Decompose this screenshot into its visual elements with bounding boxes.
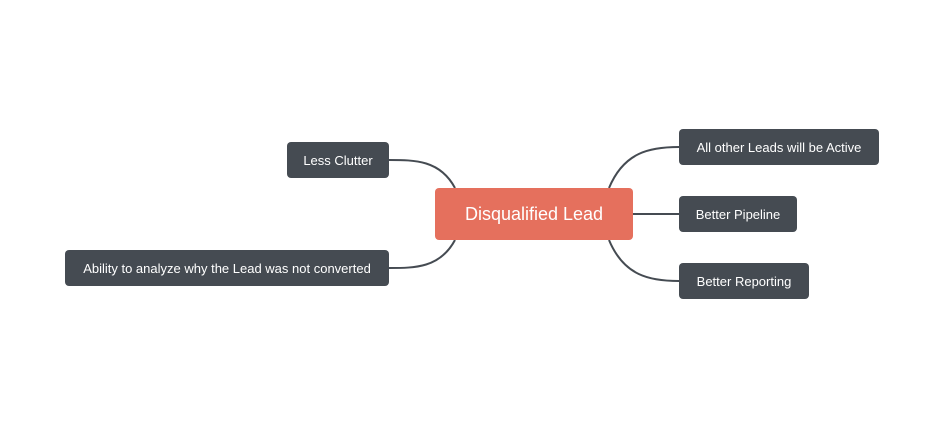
branch-node-better-reporting[interactable]: Better Reporting [679,263,809,299]
branch-node-all-other-leads[interactable]: All other Leads will be Active [679,129,879,165]
branch-node-ability-to-analyze[interactable]: Ability to analyze why the Lead was not … [65,250,389,286]
branch-node-less-clutter[interactable]: Less Clutter [287,142,389,178]
root-node[interactable]: Disqualified Lead [435,188,633,240]
connector-all-other-leads [608,146,680,189]
connector-less-clutter [388,159,456,189]
connector-better-reporting [608,239,680,282]
connector-ability-to-analyze [388,239,456,269]
branch-node-better-pipeline[interactable]: Better Pipeline [679,196,797,232]
